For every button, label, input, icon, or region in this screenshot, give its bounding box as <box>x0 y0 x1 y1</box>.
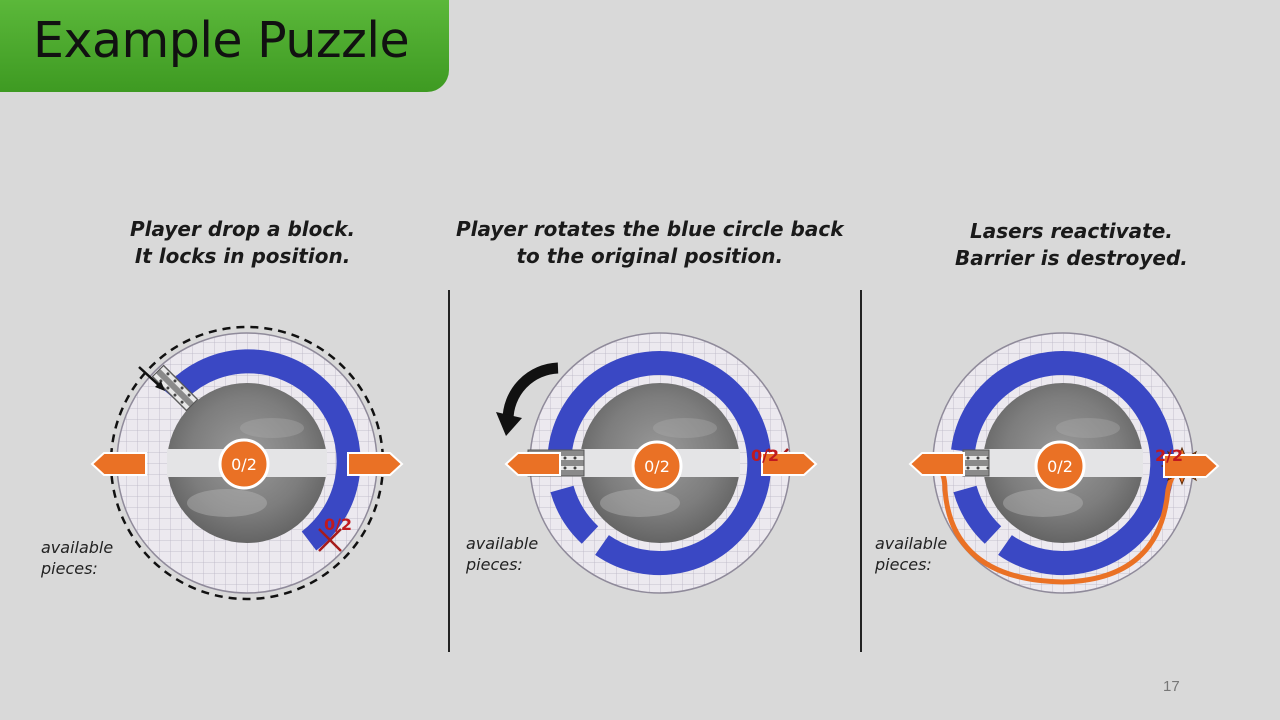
panel2-caption-line1: Player rotates the blue circle back <box>456 217 844 241</box>
panel1-caption: Player drop a block. It locks in positio… <box>130 216 355 270</box>
panel2-blue-ring <box>548 351 772 575</box>
panel3-counter-badge <box>1034 440 1086 492</box>
panel1-dropped-block <box>151 364 199 412</box>
panel-divider-right <box>860 290 862 652</box>
panel3-caption: Lasers reactivate. Barrier is destroyed. <box>955 218 1188 272</box>
panel3-laser-left-emitter <box>909 452 965 476</box>
panel2-available-line2: pieces: <box>466 555 523 574</box>
page-number: 17 <box>1163 678 1180 695</box>
panel2-caption-line2: to the original position. <box>516 244 784 268</box>
panel3-caption-line2: Barrier is destroyed. <box>955 246 1188 270</box>
panel2-barrier-counter: 0/2 <box>751 446 779 465</box>
title-bar: Example Puzzle <box>0 0 449 92</box>
panel1-counter: 0/2 <box>231 455 257 474</box>
panel1-available-line2: pieces: <box>41 559 98 578</box>
panel3-counter: 0/2 <box>1047 457 1073 476</box>
panel2-counter: 0/2 <box>644 457 670 476</box>
panel2-available-line1: available <box>466 534 539 553</box>
panel2-laser-left-emitter <box>505 452 561 476</box>
panel1-available-label: available pieces: <box>41 537 113 579</box>
panel1-laser-right-emitter <box>347 452 403 476</box>
panel2-available-label: available pieces: <box>466 533 538 575</box>
panel2-rotate-arrow <box>502 362 559 421</box>
panel1-counter-badge <box>218 438 270 490</box>
panel1-caption-line2: It locks in position. <box>134 244 351 268</box>
panel1-blue-ring <box>162 349 361 551</box>
panel3-blue-ring <box>951 351 1175 575</box>
panel1-laser-left-emitter <box>91 452 147 476</box>
panel3-available-line2: pieces: <box>875 555 932 574</box>
panel1-barrier-counter: 0/2 <box>324 515 352 534</box>
panel2-caption: Player rotates the blue circle back to t… <box>456 216 844 270</box>
panel3-caption-line1: Lasers reactivate. <box>970 219 1173 243</box>
panel3-locked-block <box>962 449 990 477</box>
panel2-counter-badge <box>631 440 683 492</box>
panel3-barrier-counter: 2/2 <box>1155 446 1183 465</box>
panel3-available-line1: available <box>875 534 948 553</box>
panel3-laser-beam <box>927 461 1184 585</box>
panel3-available-label: available pieces: <box>875 533 947 575</box>
panel-divider-left <box>448 290 450 652</box>
panel3-puzzle <box>932 332 1194 594</box>
slide-title: Example Puzzle <box>33 12 410 69</box>
panel1-caption-line1: Player drop a block. <box>130 217 356 241</box>
panel1-available-line1: available <box>41 538 114 557</box>
